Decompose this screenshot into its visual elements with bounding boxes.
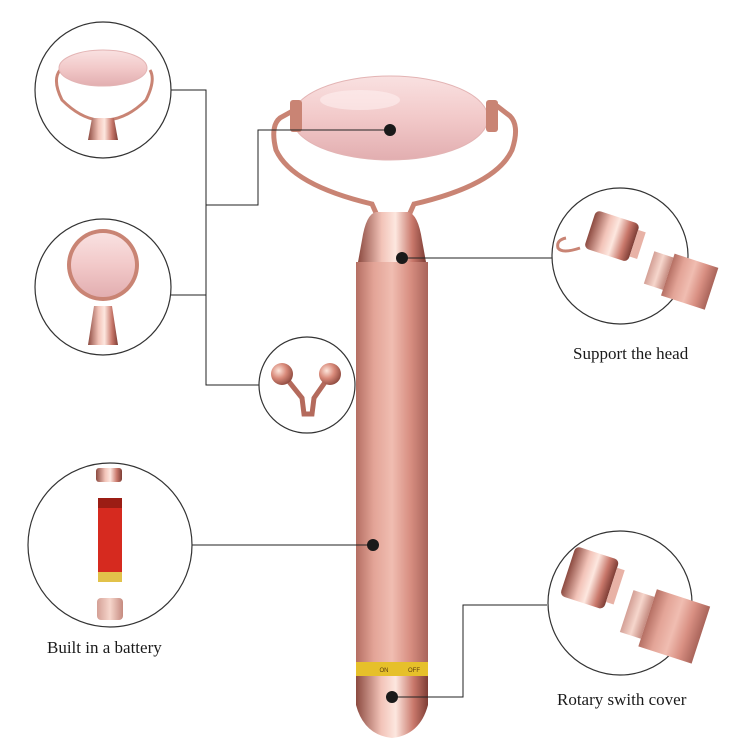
switch-off-text: OFF (408, 668, 420, 674)
main-roller: ON OFF (271, 75, 518, 738)
pointer-dot-neck (396, 252, 408, 264)
detail-circle-support-head (551, 187, 719, 325)
neck-cap (358, 212, 426, 262)
pointer-dot-handle (367, 539, 379, 551)
label-rotary-cover: Rotary swith cover (557, 690, 687, 709)
bottom-cap (356, 676, 428, 738)
roller-frame (271, 103, 518, 225)
detail-circle-rotary-cover (547, 530, 711, 676)
detail-circle-y-balls (258, 336, 356, 434)
pointer-dot-cap (386, 691, 398, 703)
switch-on-text: ON (380, 668, 389, 674)
label-built-in-battery: Built in a battery (47, 638, 162, 657)
rose-quartz-roller (291, 75, 489, 161)
label-support-head: Support the head (573, 344, 689, 363)
detail-circle-roller-head (34, 21, 172, 159)
power-switch (356, 662, 428, 676)
detail-circle-battery (27, 462, 193, 628)
pointer-dot-roller (384, 124, 396, 136)
roller-handle (356, 262, 428, 662)
leader-lines (140, 89, 553, 698)
battery-icon (98, 498, 122, 582)
detail-circle-round-stone (34, 218, 172, 356)
